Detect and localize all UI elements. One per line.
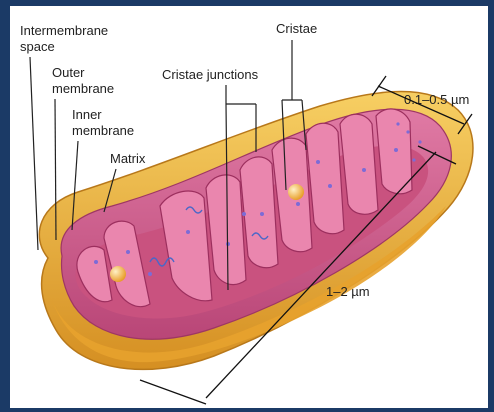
matrix-granule-right xyxy=(288,184,304,200)
leader-intermembrane-space xyxy=(30,57,38,250)
label-cristae: Cristae xyxy=(276,21,317,36)
label-intermembrane-space: Intermembrane xyxy=(20,23,108,38)
mitochondrion-diagram: Intermembrane space Outer membrane Inner… xyxy=(10,6,488,408)
label-length-dimension: 1–2 µm xyxy=(326,284,370,299)
diagram-canvas: Intermembrane space Outer membrane Inner… xyxy=(10,6,488,408)
label-matrix: Matrix xyxy=(110,151,146,166)
label-width-dimension: 0.1–0.5 µm xyxy=(404,92,469,107)
label-inner-membrane-2: membrane xyxy=(72,123,134,138)
length-tick-bottom xyxy=(140,380,206,404)
crista-fold-9 xyxy=(376,109,412,194)
label-inner-membrane: Inner xyxy=(72,107,102,122)
label-cristae-junctions: Cristae junctions xyxy=(162,67,259,82)
label-intermembrane-space-2: space xyxy=(20,39,55,54)
label-outer-membrane-2: membrane xyxy=(52,81,114,96)
matrix-granule-left xyxy=(110,266,126,282)
label-outer-membrane: Outer xyxy=(52,65,85,80)
